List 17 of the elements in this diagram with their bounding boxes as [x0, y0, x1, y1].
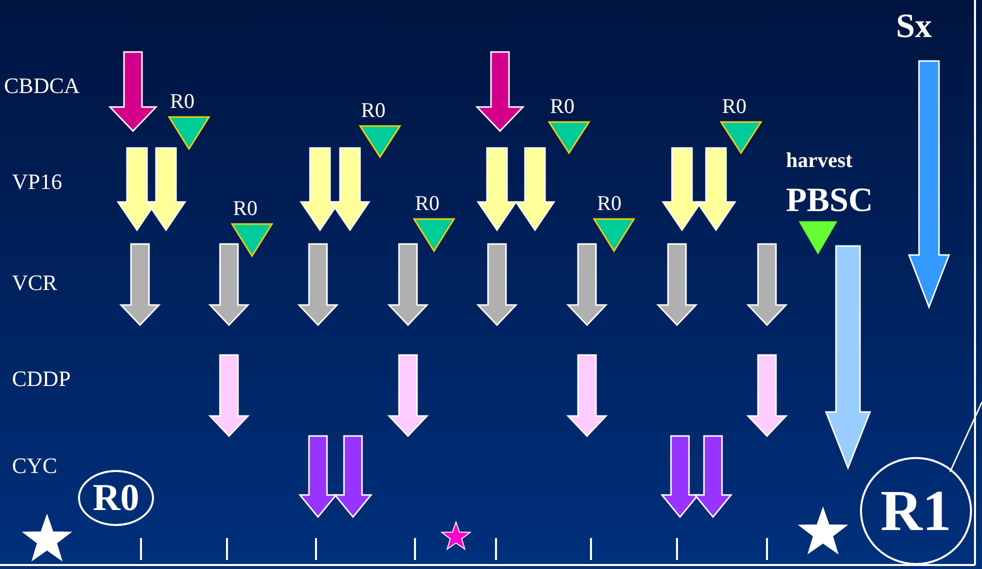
label-text: R0 [361, 100, 386, 121]
label-text: R0 [170, 91, 195, 112]
label-text: CDDP [12, 368, 71, 390]
ellipse-node: R0 [78, 470, 154, 526]
label-text: CYC [12, 455, 58, 477]
label-text: R0 [597, 193, 622, 214]
label-text: Sx [896, 10, 932, 44]
label-text: VP16 [12, 171, 62, 193]
label-text: R0 [233, 198, 258, 219]
label-text: harvest [786, 150, 852, 171]
label-text: PBSC [786, 184, 873, 218]
label-text: R0 [722, 96, 747, 117]
label-text: R0 [415, 193, 440, 214]
ellipse-node: R1 [860, 457, 972, 565]
label-text: VCR [12, 272, 58, 294]
label-text: CBDCA [4, 75, 80, 97]
label-text: R0 [550, 96, 575, 117]
